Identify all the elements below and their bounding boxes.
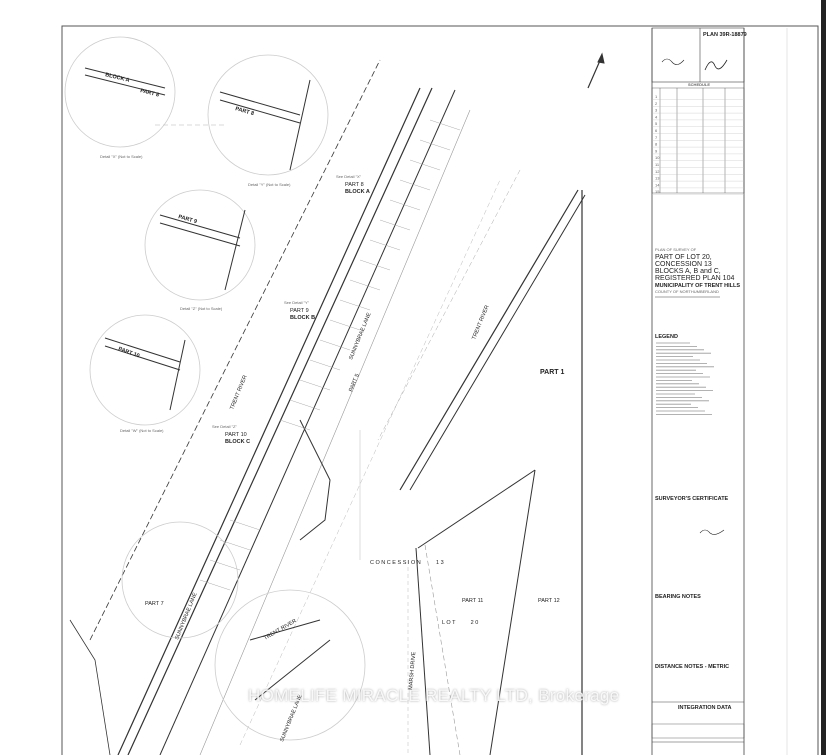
- label-block-c: BLOCK C: [225, 439, 250, 445]
- plan-number: PLAN 39R-18879: [703, 32, 747, 38]
- schedule-part-number: 4: [655, 114, 658, 119]
- schedule-part-number: 11: [655, 162, 660, 167]
- part1-parcel: [359, 169, 586, 755]
- schedule-part-number: 8: [655, 142, 658, 147]
- label-part-11: PART 11: [462, 598, 483, 604]
- schedule-table: [651, 87, 745, 194]
- schedule-part-number: 2: [655, 101, 658, 106]
- schedule-part-number: 9: [655, 148, 658, 153]
- label-detail-part-8: PART 8: [140, 88, 160, 98]
- title-line-3: BLOCKS A, B and C,: [655, 268, 721, 275]
- schedule-part-number: 1: [655, 94, 658, 99]
- schedule-part-number: 10: [655, 155, 660, 160]
- parts-11-12-parcel: [407, 469, 536, 755]
- schedule-part-number: 15: [655, 189, 660, 194]
- label-trent-river-2: TRENT RIVER: [471, 305, 490, 341]
- title-line-1: PART OF LOT 20,: [655, 254, 712, 261]
- surveyors-certificate-heading: SURVEYOR'S CERTIFICATE: [655, 496, 729, 502]
- label-block-a: BLOCK A: [345, 189, 370, 195]
- county: COUNTY OF NORTHUMBERLAND: [655, 289, 719, 294]
- schedule-part-number: 13: [655, 176, 660, 181]
- label-detail-x: Detail "X" (Not to Scale): [100, 154, 143, 159]
- label-part-7: PART 7: [145, 601, 164, 607]
- label-detail-w: Detail "W" (Not to Scale): [120, 428, 164, 433]
- lot-lines: [199, 119, 461, 591]
- detail-circle-v: [121, 521, 239, 639]
- municipality: MUNICIPALITY OF TRENT HILLS: [655, 283, 740, 289]
- label-block-b: BLOCK B: [290, 315, 315, 321]
- signature: [704, 59, 728, 71]
- integration-data-heading: INTEGRATION DATA: [678, 705, 731, 711]
- detail-circle-u: [214, 589, 366, 741]
- north-arrow-icon: [587, 52, 605, 89]
- label-detail-y: Detail "Y" (Not to Scale): [248, 182, 291, 187]
- label-marsh-drive: MARSH DRIVE: [408, 651, 417, 690]
- label-part-8: PART 8: [345, 182, 364, 188]
- label-see-detail-z: See Detail "Z": [212, 424, 237, 429]
- title-line-2: CONCESSION 13: [655, 261, 712, 268]
- title-line-4: REGISTERED PLAN 104: [655, 275, 734, 282]
- label-trent-river-3: TRENT RIVER: [263, 618, 298, 641]
- label-see-detail-x: See Detail "X": [336, 174, 362, 179]
- label-detail-part-8b: PART 8: [234, 106, 254, 117]
- detail-circle-z: [144, 189, 256, 301]
- detail-circle-y: [207, 54, 329, 176]
- scan-edge: [821, 0, 826, 755]
- plan-of-survey: PLAN OF SURVEY OF: [655, 247, 697, 252]
- label-lot: L O T 2 0: [442, 620, 478, 626]
- schedule-heading: SCHEDULE: [688, 82, 710, 87]
- detail-circles: [64, 36, 366, 741]
- label-detail-block-a: BLOCK A: [105, 72, 131, 84]
- label-detail-part-9: PART 9: [177, 214, 197, 225]
- schedule-part-number: 14: [655, 182, 660, 187]
- detail-circle-linework: [84, 67, 331, 701]
- schedule-part-number: 3: [655, 108, 658, 113]
- label-sunnybrae-lane-1: SUNNYBRAE LANE: [348, 312, 372, 361]
- label-trent-river-1: TRENT RIVER: [229, 375, 248, 411]
- schedule-part-number: 12: [655, 169, 660, 174]
- title-block: PLAN 39R-18879 SCHEDULE 1234567891011121…: [651, 27, 788, 755]
- label-part-12: PART 12: [538, 598, 560, 604]
- schedule-part-number: 6: [655, 128, 658, 133]
- watermark: HOMELIFE MIRACLE REALTY LTD, Brokerage: [248, 686, 620, 705]
- label-part-10: PART 10: [225, 432, 247, 438]
- schedule-part-number: 5: [655, 121, 658, 126]
- signature-2: [661, 58, 685, 65]
- legend-entries: [656, 342, 714, 415]
- label-part-1: PART 1: [540, 369, 564, 376]
- sheet-border: [61, 25, 819, 755]
- schedule-part-number: 7: [655, 135, 658, 140]
- label-part-9: PART 9: [290, 308, 309, 314]
- detail-circle-x: [64, 36, 176, 148]
- distance-notes-heading: DISTANCE NOTES - METRIC: [655, 664, 729, 670]
- label-sunnybrae-lane-2: SUNNYBRAE LANE: [174, 592, 198, 641]
- label-detail-z: Detail "Z" (Not to Scale): [180, 306, 223, 311]
- label-part-5: PART 5: [348, 373, 361, 393]
- detail-circle-w: [89, 314, 201, 426]
- legend-heading: LEGEND: [655, 334, 678, 340]
- bearing-notes-heading: BEARING NOTES: [655, 594, 701, 600]
- main-road-band: [69, 59, 501, 755]
- label-concession: C O N C E S S I O N 1 3: [370, 560, 444, 566]
- surveyor-signature: [699, 529, 725, 535]
- label-see-detail-y: See Detail "Y": [284, 300, 310, 305]
